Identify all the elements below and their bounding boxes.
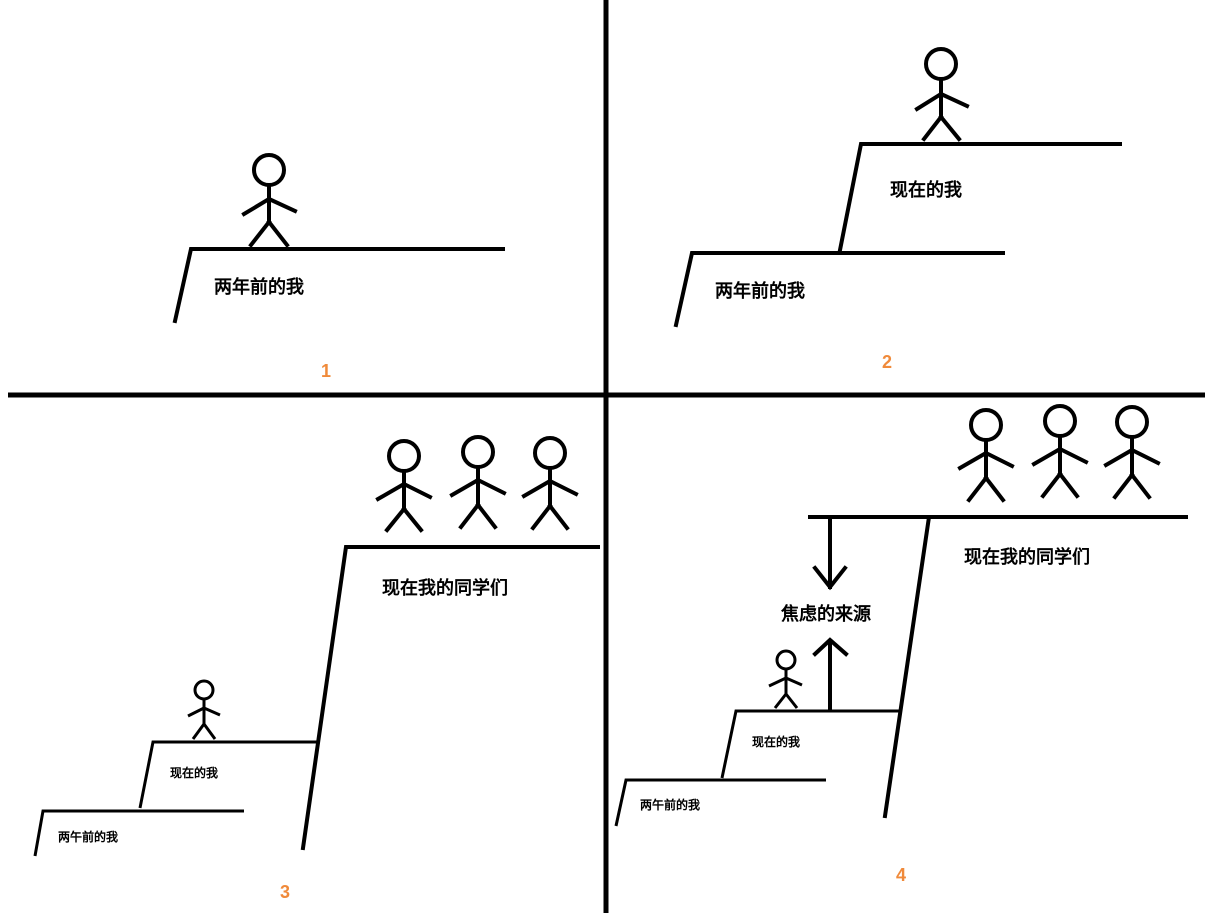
panel-2: 现在的我 两年前的我 2 [673, 47, 1122, 372]
stick-figure-classmate [1031, 404, 1089, 499]
stick-figure-classmate [375, 439, 433, 533]
label-two-years-ago: 两年前的我 [715, 280, 805, 302]
label-two-years-ago: 两午前的我 [58, 829, 118, 844]
panel-number: 1 [321, 361, 331, 381]
stick-figure-small [187, 679, 221, 740]
stick-figure-classmate [1103, 405, 1161, 500]
stick-figure [914, 47, 970, 142]
stick-figure [241, 153, 298, 248]
stick-figure-small [768, 649, 803, 709]
panel-3: 现在我的同学们 现在的我 两午前的我 3 [33, 435, 600, 902]
stick-figure-classmate [449, 435, 507, 530]
step-two-years-ago [673, 251, 1005, 328]
panel-number: 2 [882, 352, 892, 372]
step-two-years-ago [33, 809, 244, 857]
label-two-years-ago: 两年前的我 [214, 276, 304, 298]
panel-number: 4 [896, 865, 906, 885]
label-now: 现在的我 [752, 734, 800, 749]
step-classmates [300, 545, 600, 851]
label-two-years-ago: 两午前的我 [640, 797, 700, 812]
panel-4: 现在我的同学们 焦虑的来源 现在的我 两午前的我 4 [614, 404, 1188, 885]
stick-figure-classmate [957, 408, 1015, 503]
panel-1: 两年前的我 1 [172, 153, 505, 381]
arrow-up [812, 637, 849, 711]
step-two-years-ago [614, 778, 826, 827]
panel-number: 3 [280, 882, 290, 902]
stick-figure-classmate [521, 436, 579, 531]
arrow-down [812, 517, 848, 591]
label-classmates: 现在我的同学们 [382, 577, 508, 599]
label-anxiety-source: 焦虑的来源 [780, 603, 871, 625]
label-classmates: 现在我的同学们 [964, 546, 1090, 568]
step-now [138, 740, 318, 809]
step-now [837, 142, 1122, 253]
step-two-years-ago [172, 247, 505, 324]
label-now: 现在的我 [170, 765, 218, 780]
label-now: 现在的我 [890, 179, 962, 201]
step-now [720, 709, 900, 779]
